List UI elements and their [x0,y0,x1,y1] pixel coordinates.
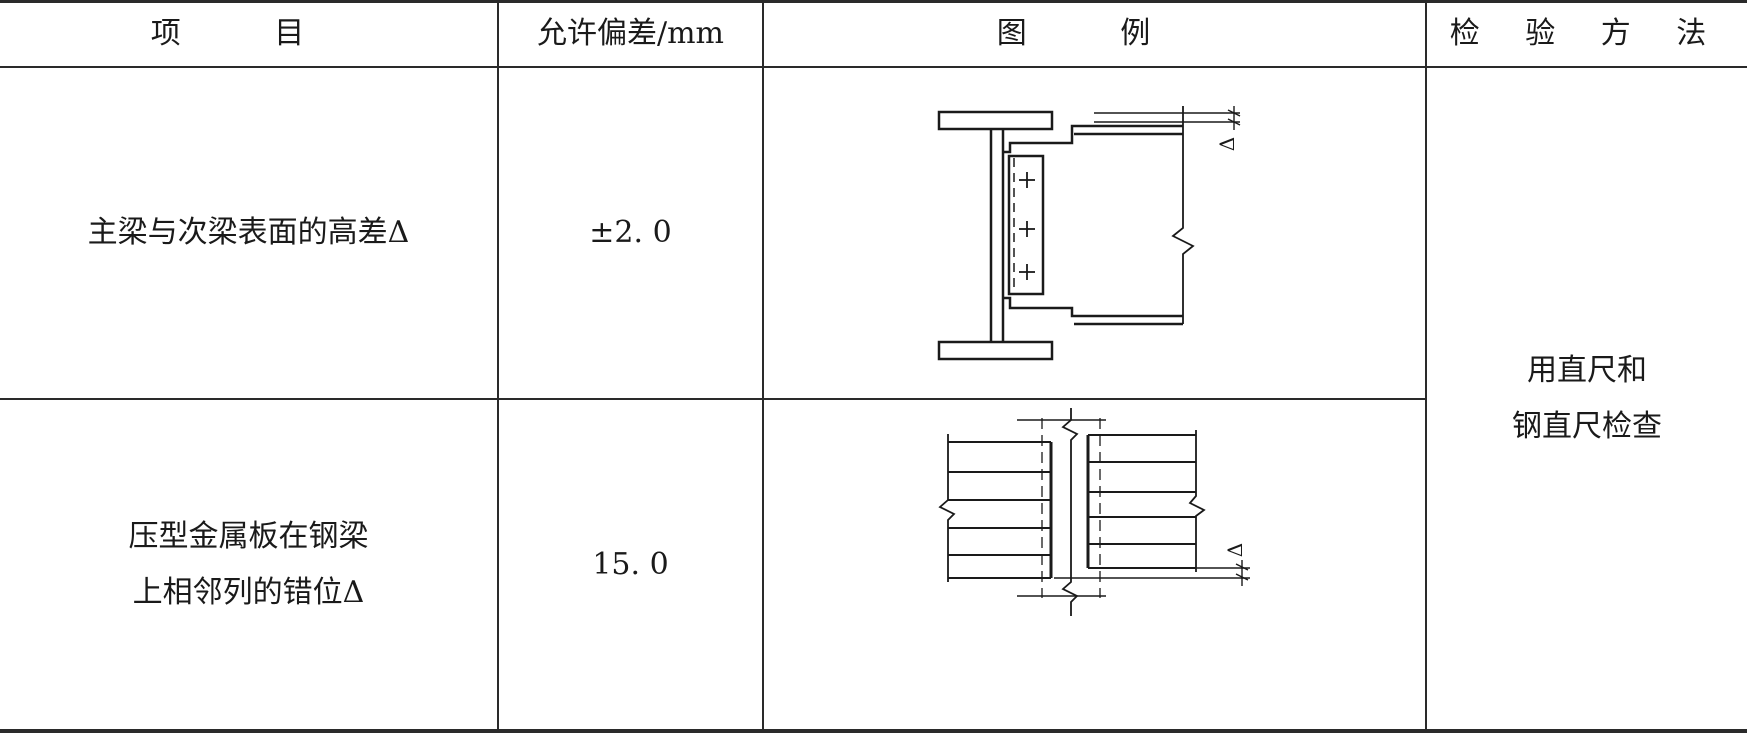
header-tolerance: 允许偏差/mm [536,16,724,51]
method-cell: 用直尺和 钢直尺检查 [1427,68,1747,729]
row2-item-line1: 压型金属板在钢梁 [128,518,369,554]
row1-tolerance: ±2. 0 [589,215,672,250]
row2-item: 压型金属板在钢梁 上相邻列的错位Δ [0,400,497,729]
table-bottom-border [0,729,1747,733]
delta-dimension-2 [1054,560,1250,586]
method-line1: 用直尺和 [1527,352,1647,388]
right-sheet [1088,434,1196,569]
secondary-beam-bottom-flange [1003,296,1183,318]
header-method: 检 验 方 法 [1449,16,1725,51]
left-break-line [938,434,956,582]
header-item: 项 目 [150,16,347,51]
profiled-sheet-misalignment-diagram: Δ [938,408,1250,616]
main-secondary-beam-height-difference-diagram: Δ [937,106,1241,361]
header-figure: 图 例 [996,16,1193,51]
header-divider [0,66,1747,68]
main-beam-top-flange [937,110,1054,131]
row1-item: 主梁与次梁表面的高差Δ [87,215,410,250]
break-line [1171,106,1195,324]
table-top-border [0,0,1747,3]
main-beam-bottom-flange [937,340,1054,361]
bolt-marks [1019,172,1035,280]
row2-tolerance: 15. 0 [592,546,669,582]
connection-plate [1007,154,1045,296]
right-break-line [1188,430,1206,572]
row-divider [0,398,1426,400]
delta-label-2: Δ [1223,543,1247,557]
delta-dimension [1094,106,1241,130]
column-divider-1 [497,0,499,733]
delta-label-1: Δ [1215,137,1239,151]
beam-center-break [1061,408,1079,616]
method-line2: 钢直尺检查 [1512,408,1662,444]
column-divider-2 [762,0,764,733]
column-divider-3 [1425,0,1427,733]
left-sheet [948,441,1051,579]
secondary-beam-top-flange [1003,124,1183,154]
row2-item-line2: 上相邻列的错位Δ [132,574,365,610]
